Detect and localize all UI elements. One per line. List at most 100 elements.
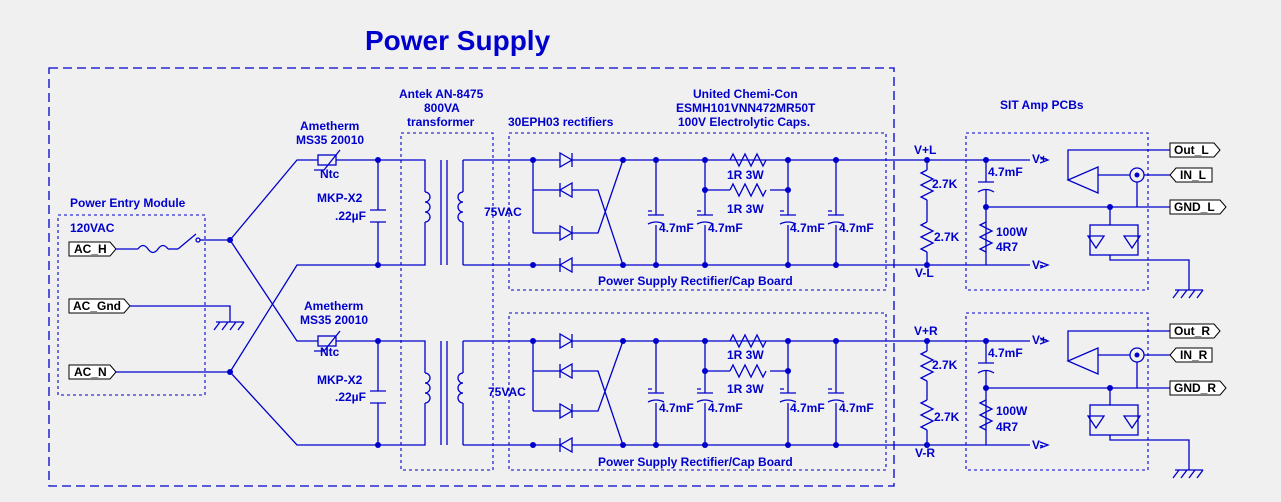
rectifier-board-top-box <box>508 132 887 291</box>
chemicon-c: 100V Electrolytic Caps. <box>678 115 810 129</box>
amp-cap-left: 4.7mF <box>988 165 1023 179</box>
ntc-bottom-label: Ntc <box>320 345 340 359</box>
svg-text:IN_R: IN_R <box>1180 348 1208 362</box>
ground-wire <box>130 305 245 331</box>
cap-top-label: .22µF <box>335 209 366 223</box>
amp-100w-right: 100W <box>996 404 1028 418</box>
vac-in-label: 120VAC <box>70 221 115 235</box>
cap-bot-2: 4.7mF <box>708 401 743 415</box>
r1r-top-2: 1R 3W <box>727 202 764 216</box>
transformer-bottom <box>378 340 464 446</box>
cap-bottom-label: .22µF <box>335 390 366 404</box>
r1r-bot-2: 1R 3W <box>727 382 764 396</box>
primary-cap-top <box>370 160 386 265</box>
primary-cap-bottom <box>370 341 386 445</box>
hot-to-top-wire <box>229 159 318 241</box>
cap-top-3: 4.7mF <box>790 221 825 235</box>
board-top-label: Power Supply Rectifier/Cap Board <box>598 274 793 288</box>
ntc-top-label: Ntc <box>320 167 340 181</box>
amp-board-right <box>977 330 1204 479</box>
amp-pcb-right-box <box>965 312 1149 471</box>
vmr-label: V-R <box>915 446 935 460</box>
cap-top-4: 4.7mF <box>839 221 874 235</box>
vml-label: V-L <box>915 266 934 280</box>
r27-bot-2: 2.7K <box>934 410 960 424</box>
ac-n-port: AC_N <box>68 364 117 380</box>
r27-top-1: 2.7K <box>932 177 958 191</box>
diagram-title: Power Supply <box>365 25 551 56</box>
hot-to-bottom-wire <box>229 239 318 342</box>
amp-pcb-left-box <box>965 132 1149 291</box>
ametherm-top-a: Ametherm <box>300 119 359 133</box>
ac-h-port: AC_H <box>68 241 117 257</box>
svg-text:Out_L: Out_L <box>1174 143 1209 157</box>
ametherm-top-b: MS35 20010 <box>296 133 364 147</box>
bleeder-bottom <box>880 338 1170 448</box>
amp-vplus-left: V+ <box>1032 152 1047 166</box>
svg-text:GND_R: GND_R <box>1174 381 1216 395</box>
power-entry-module-box <box>57 214 206 396</box>
amp-100w-left: 100W <box>996 225 1028 239</box>
cap-bot-4: 4.7mF <box>839 401 874 415</box>
in-l-port: IN_L <box>1169 167 1213 183</box>
mkp-top-label: MKP-X2 <box>317 191 363 205</box>
amp-vplus-right: V+ <box>1032 333 1047 347</box>
svg-text:IN_L: IN_L <box>1180 168 1206 182</box>
chemicon-b: ESMH101VNN472MR50T <box>676 101 816 115</box>
ametherm-bot-a: Ametherm <box>304 299 363 313</box>
amp-board-left <box>977 149 1204 299</box>
gnd-l-port: GND_L <box>1169 199 1227 215</box>
vpl-label: V+L <box>914 143 936 157</box>
amp-4r7-right: 4R7 <box>996 420 1018 434</box>
vac-out-bottom: 75VAC <box>488 385 526 399</box>
ac-gnd-port: AC_Gnd <box>68 298 131 314</box>
r1r-top-1: 1R 3W <box>727 168 764 182</box>
cap-bot-1: 4.7mF <box>659 401 694 415</box>
rectifier-board-top <box>463 151 880 274</box>
amp-4r7-left: 4R7 <box>996 240 1018 254</box>
amp-cap-right: 4.7mF <box>988 346 1023 360</box>
rectifier-board-bottom <box>463 332 880 454</box>
vpr-label: V+R <box>914 324 938 338</box>
rectifier-board-bottom-box <box>508 312 887 471</box>
neutral-to-top-wire <box>229 264 378 373</box>
rectifiers-label: 30EPH03 rectifiers <box>508 115 614 129</box>
bleeder-top <box>880 157 1170 268</box>
amp-vminus-right: V- <box>1032 438 1043 452</box>
pem-title: Power Entry Module <box>70 196 186 210</box>
power-supply-boundary <box>48 67 895 487</box>
antek-a: Antek AN-8475 <box>399 87 484 101</box>
cap-top-1: 4.7mF <box>659 221 694 235</box>
r27-bot-1: 2.7K <box>932 358 958 372</box>
board-bottom-label: Power Supply Rectifier/Cap Board <box>598 455 793 469</box>
svg-text:AC_N: AC_N <box>74 365 107 379</box>
ntc-top <box>314 149 378 171</box>
gnd-r-port: GND_R <box>1169 380 1227 396</box>
ntc-bottom <box>314 330 378 352</box>
sit-label: SIT Amp PCBs <box>1000 98 1084 112</box>
in-r-port: IN_R <box>1169 347 1213 363</box>
ametherm-bot-b: MS35 20010 <box>300 313 368 327</box>
transformer-box <box>400 132 494 471</box>
neutral-to-bottom-wire <box>229 371 378 446</box>
antek-b: 800VA <box>424 101 460 115</box>
fuse-and-switch <box>116 233 230 254</box>
svg-text:AC_H: AC_H <box>74 242 107 256</box>
vac-out-top: 75VAC <box>484 205 522 219</box>
r27-top-2: 2.7K <box>934 230 960 244</box>
svg-text:AC_Gnd: AC_Gnd <box>73 299 121 313</box>
chemicon-a: United Chemi-Con <box>693 87 798 101</box>
out-r-port: Out_R <box>1169 323 1221 339</box>
transformer-top <box>378 159 464 266</box>
out-l-port: Out_L <box>1169 142 1221 158</box>
antek-c: transformer <box>407 115 475 129</box>
cap-top-2: 4.7mF <box>708 221 743 235</box>
svg-text:Out_R: Out_R <box>1174 324 1210 338</box>
cap-bot-3: 4.7mF <box>790 401 825 415</box>
r1r-bot-1: 1R 3W <box>727 348 764 362</box>
amp-vminus-left: V- <box>1032 258 1043 272</box>
svg-text:GND_L: GND_L <box>1174 200 1215 214</box>
mkp-bottom-label: MKP-X2 <box>317 373 363 387</box>
